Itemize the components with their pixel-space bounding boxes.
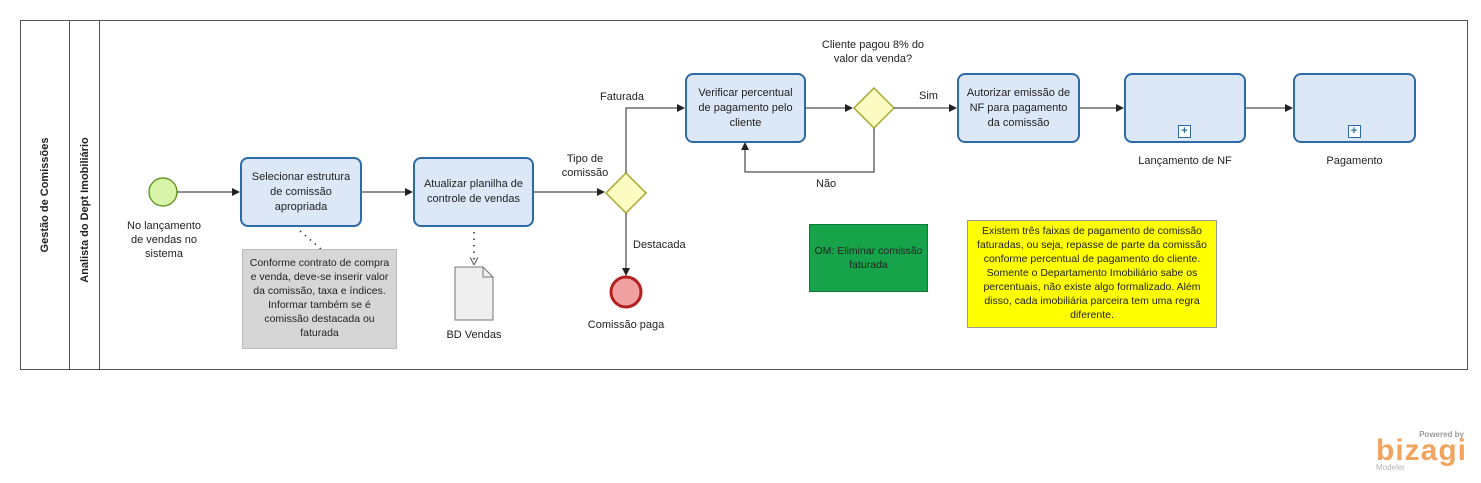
subprocess-pagamento[interactable]: + xyxy=(1293,73,1416,143)
pool-header: Gestão de Comissões xyxy=(20,20,70,370)
flow-label-sim: Sim xyxy=(919,90,938,102)
task-autorizar-emissao[interactable]: Autorizar emissão de NF para pagamento d… xyxy=(957,73,1080,143)
task-label: Selecionar estrutura de comissão apropri… xyxy=(251,170,351,213)
annotation-green: OM: Eliminar comissão faturada xyxy=(809,224,928,292)
annotation-text: OM: Eliminar comissão faturada xyxy=(814,245,923,271)
task-selecionar-estrutura[interactable]: Selecionar estrutura de comissão apropri… xyxy=(240,157,362,227)
association-gray-note xyxy=(299,230,323,251)
plus-icon: + xyxy=(1178,125,1191,138)
subprocess-label-pagamento: Pagamento xyxy=(1326,155,1383,167)
end-event[interactable] xyxy=(609,275,643,309)
task-atualizar-planilha[interactable]: Atualizar planilha de controle de vendas xyxy=(413,157,534,227)
subprocess-lancamento-nf[interactable]: + xyxy=(1124,73,1246,143)
flow-label-nao: Não xyxy=(816,178,837,190)
annotation-yellow: Existem três faixas de pagamento de comi… xyxy=(967,220,1217,328)
bizagi-logo: Powered by bizagi Modeler xyxy=(1374,430,1468,475)
start-event[interactable] xyxy=(148,177,178,207)
lane-header: Analista do Dept Imobiliário xyxy=(70,20,100,370)
task-label: Autorizar emissão de NF para pagamento d… xyxy=(966,86,1071,129)
document-fold xyxy=(482,267,493,278)
annotation-text: Existem três faixas de pagamento de comi… xyxy=(977,225,1207,321)
plus-icon: + xyxy=(1347,125,1361,138)
flow-label-destacada: Destacada xyxy=(633,239,686,251)
annotation-gray: Conforme contrato de compra e venda, dev… xyxy=(242,249,397,349)
logo-powered-text: Powered by xyxy=(1419,430,1464,439)
flow-label-faturada: Faturada xyxy=(600,91,645,103)
end-event-label: Comissão paga xyxy=(587,319,665,331)
subprocess-label-lancamento: Lançamento de NF xyxy=(1138,155,1232,167)
start-event-label: No lançamento de vendas no sistema xyxy=(127,220,201,260)
gateway-cliente-label: Cliente pagou 8% do valor da venda? xyxy=(821,39,925,65)
flow-nao xyxy=(741,128,875,173)
logo-wordmark: bizagi xyxy=(1376,434,1468,467)
task-label: Atualizar planilha de controle de vendas xyxy=(423,178,524,205)
annotation-text: Conforme contrato de compra e venda, dev… xyxy=(249,257,390,339)
gateway-tipo-label: Tipo de comissão xyxy=(561,153,609,179)
logo-product-text: Modeler xyxy=(1376,463,1405,472)
bd-vendas-document[interactable] xyxy=(454,266,494,321)
task-verificar-percentual[interactable]: Verificar percentual de pagamento pelo c… xyxy=(685,73,806,143)
flow-faturada xyxy=(625,104,685,173)
task-label: Verificar percentual de pagamento pelo c… xyxy=(698,86,793,129)
pool xyxy=(20,20,1468,370)
data-store-label: BD Vendas xyxy=(446,329,502,341)
gateway-cliente-pagou[interactable] xyxy=(852,86,896,130)
